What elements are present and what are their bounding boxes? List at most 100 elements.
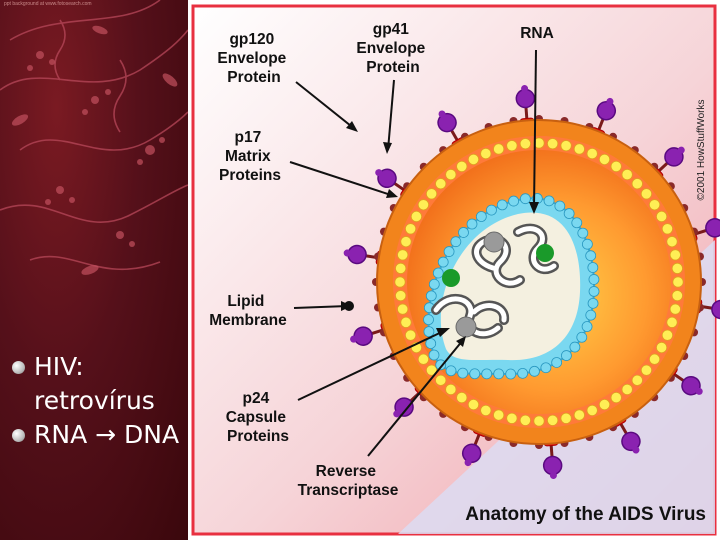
reverse-transcriptase-icon xyxy=(483,231,505,253)
p24-capsid-bead xyxy=(540,362,552,374)
label-gp120: gp120 Envelope Protein xyxy=(217,31,290,86)
copyright-text: ©2001 HowStuffWorks xyxy=(696,100,707,201)
p24-capsid-bead xyxy=(585,309,597,321)
p17-matrix-bead xyxy=(395,290,407,302)
label-p24: p24 Capsule Proteins xyxy=(226,390,291,445)
diagram-canvas: gp120 Envelope Protein gp41 Envelope Pro… xyxy=(188,0,720,540)
gp120-knob-tip xyxy=(521,85,529,93)
p17-matrix-bead xyxy=(400,236,412,248)
p24-capsid-bead xyxy=(481,368,493,380)
p17-matrix-bead xyxy=(493,409,505,421)
p17-matrix-bead xyxy=(519,138,531,150)
p24-capsid-bead xyxy=(423,326,435,338)
p17-matrix-bead xyxy=(640,364,653,376)
p24-capsid-bead xyxy=(432,267,444,279)
p17-matrix-bead xyxy=(435,178,447,190)
gp120-knob-tip xyxy=(677,146,685,154)
p17-matrix-bead xyxy=(467,153,480,166)
gp120-knob-tip xyxy=(350,335,358,343)
left-panel: ppt background at www.fotosearch.com HIV… xyxy=(0,0,188,540)
p24-capsid-bead xyxy=(508,195,520,207)
p17-matrix-bead xyxy=(661,329,674,341)
p17-matrix-bead xyxy=(666,236,678,248)
p24-capsid-bead xyxy=(425,338,437,349)
p17-matrix-bead xyxy=(655,341,668,354)
p24-capsid-bead xyxy=(554,200,566,212)
p24-capsid-bead xyxy=(581,321,593,332)
floral-decoration xyxy=(0,0,188,275)
p24-capsid-bead xyxy=(486,204,497,216)
p24-capsid-bead xyxy=(529,365,540,377)
p24-capsid-bead xyxy=(587,297,599,309)
p17-matrix-bead xyxy=(661,223,674,235)
p24-capsid-bead xyxy=(466,218,478,230)
p17-matrix-bead xyxy=(631,178,643,190)
p17-matrix-bead xyxy=(493,143,505,155)
p17-matrix-bead xyxy=(640,188,653,200)
p17-matrix-bead xyxy=(669,249,681,261)
p17-matrix-bead xyxy=(425,364,438,376)
p24-capsid-bead xyxy=(425,290,437,302)
gp120-knob xyxy=(705,218,720,238)
p24-capsid-bead xyxy=(445,365,457,377)
p17-matrix-bead xyxy=(467,398,480,411)
p17-matrix-bead xyxy=(404,329,417,341)
p17-matrix-bead xyxy=(631,374,643,386)
p17-matrix-bead xyxy=(666,316,678,328)
gp120-knob-tip xyxy=(375,169,383,177)
p24-capsid-bead xyxy=(423,314,434,326)
p24-capsid-bead xyxy=(458,227,469,238)
p17-matrix-bead xyxy=(394,276,406,288)
diagram-title: Anatomy of the AIDS Virus xyxy=(465,504,706,525)
p24-capsid-bead xyxy=(493,368,505,380)
p17-matrix-bead xyxy=(480,404,492,417)
p17-matrix-bead xyxy=(598,398,611,411)
p17-matrix-bead xyxy=(533,415,545,427)
bullet-item: RNA → DNA xyxy=(10,418,188,452)
p17-matrix-bead xyxy=(456,160,468,173)
p17-matrix-bead xyxy=(560,412,572,424)
p24-capsid-bead xyxy=(443,246,455,257)
p17-matrix-bead xyxy=(598,153,611,166)
p17-matrix-bead xyxy=(506,140,518,152)
p17-matrix-bead xyxy=(669,303,681,315)
p17-matrix-bead xyxy=(417,199,430,211)
p17-matrix-bead xyxy=(435,374,447,386)
p24-capsid-bead xyxy=(519,193,531,205)
bullet-item: HIV: retrovírus xyxy=(10,350,188,418)
label-p17: p17 Matrix Proteins xyxy=(219,129,281,184)
bullet-text: RNA → DNA xyxy=(34,420,180,449)
p24-capsid-bead xyxy=(457,367,469,379)
capsid-beads xyxy=(423,193,600,380)
p17-matrix-bead xyxy=(445,168,457,181)
p24-capsid-bead xyxy=(543,195,555,207)
p24-capsid-bead xyxy=(428,349,440,361)
gp120-knob-tip xyxy=(393,410,401,418)
p17-matrix-bead xyxy=(671,290,683,302)
p17-matrix-bead xyxy=(621,168,633,181)
p17-matrix-bead xyxy=(417,353,430,365)
label-lipid-membrane: Lipid Membrane xyxy=(209,293,287,329)
p17-matrix-bead xyxy=(610,160,622,173)
p24-capsid-bead xyxy=(435,359,447,371)
p24-capsid-bead xyxy=(437,256,449,268)
p24-capsid-bead xyxy=(581,238,593,250)
p17-matrix-bead xyxy=(655,210,668,223)
p24-capsid-bead xyxy=(469,368,481,380)
p17-matrix-bead xyxy=(533,137,545,149)
p24-capsid-bead xyxy=(571,217,583,229)
gp120-knob-tip xyxy=(695,387,703,395)
p17-matrix-bead xyxy=(395,262,407,274)
green-enzyme-icon xyxy=(442,269,460,287)
p17-matrix-bead xyxy=(445,383,457,396)
p17-matrix-bead xyxy=(610,391,622,404)
gp120-knob-tip xyxy=(438,110,446,118)
p17-matrix-bead xyxy=(586,147,598,160)
bullet-dot-icon xyxy=(12,361,25,374)
p17-matrix-bead xyxy=(648,199,661,211)
bullet-list: HIV: retrovírus RNA → DNA xyxy=(10,350,188,452)
reverse-transcriptase-icon xyxy=(455,316,477,338)
p17-matrix-bead xyxy=(547,138,559,150)
p24-capsid-bead xyxy=(563,208,575,219)
p24-capsid-bead xyxy=(517,367,529,379)
